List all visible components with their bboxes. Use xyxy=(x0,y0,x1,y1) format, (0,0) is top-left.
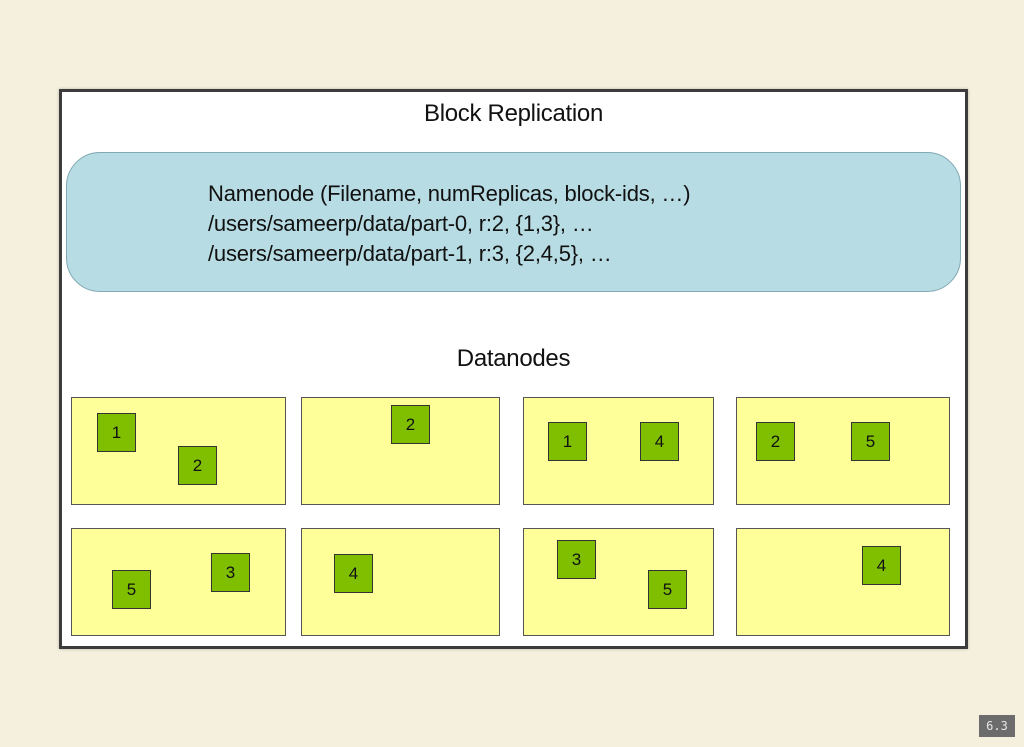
datanode-5: 5 3 xyxy=(71,528,286,636)
block: 2 xyxy=(756,422,795,461)
datanode-2: 2 xyxy=(301,397,500,505)
diagram-title: Block Replication xyxy=(424,100,603,127)
block: 4 xyxy=(640,422,679,461)
block: 3 xyxy=(211,553,250,592)
namenode-text: Namenode (Filename, numReplicas, block-i… xyxy=(208,179,691,269)
datanode-8: 4 xyxy=(736,528,950,636)
datanodes-label: Datanodes xyxy=(456,345,571,372)
namenode-entry-part-0: /users/sameerp/data/part-0, r:2, {1,3}, … xyxy=(208,211,594,236)
block: 3 xyxy=(557,540,596,579)
block: 1 xyxy=(548,422,587,461)
block: 2 xyxy=(391,405,430,444)
block: 5 xyxy=(851,422,890,461)
datanode-6: 4 xyxy=(301,528,500,636)
block: 5 xyxy=(112,570,151,609)
datanode-3: 1 4 xyxy=(523,397,714,505)
datanode-1: 1 2 xyxy=(71,397,286,505)
namenode-entry-part-1: /users/sameerp/data/part-1, r:3, {2,4,5}… xyxy=(208,241,612,266)
namenode-box: Namenode (Filename, numReplicas, block-i… xyxy=(66,152,961,292)
datanode-4: 2 5 xyxy=(736,397,950,505)
datanode-7: 3 5 xyxy=(523,528,714,636)
block: 5 xyxy=(648,570,687,609)
block: 4 xyxy=(862,546,901,585)
block: 2 xyxy=(178,446,217,485)
slide-number: 6.3 xyxy=(979,715,1015,737)
block: 4 xyxy=(334,554,373,593)
block-replication-diagram: Block Replication Namenode (Filename, nu… xyxy=(59,89,968,649)
block: 1 xyxy=(97,413,136,452)
namenode-header: Namenode (Filename, numReplicas, block-i… xyxy=(208,181,691,206)
